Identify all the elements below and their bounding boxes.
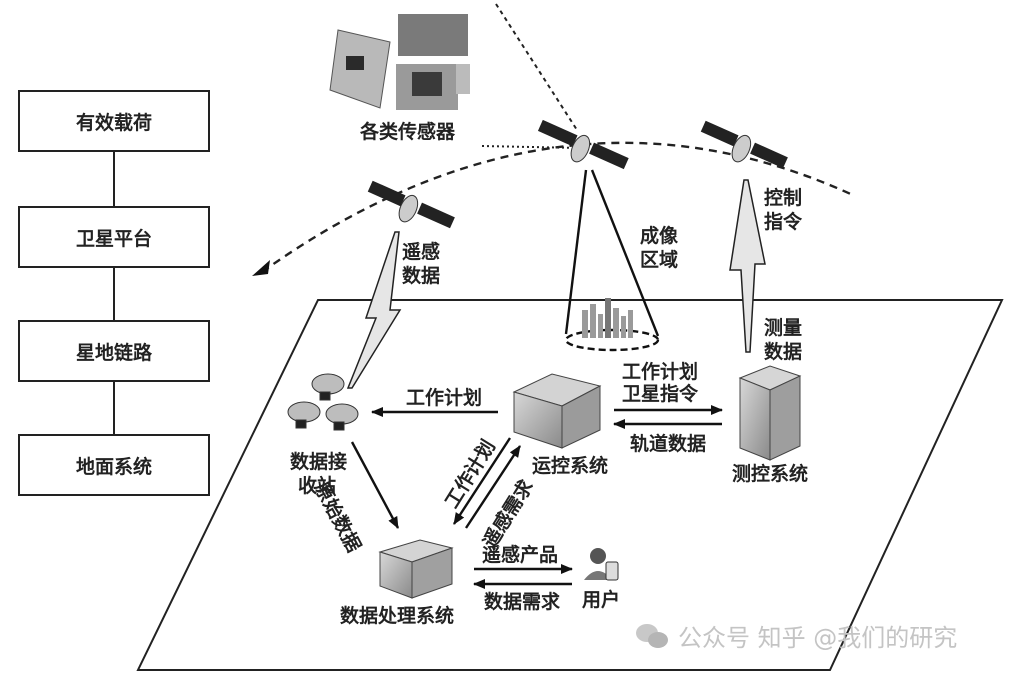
uplink-lightning-right <box>729 179 766 353</box>
watermark-text: 公众号 知乎 @我们的研究 <box>678 624 958 652</box>
user-icon <box>584 548 619 581</box>
ground-plane <box>136 299 1004 671</box>
imaging-cone <box>564 169 660 352</box>
arrow-station-to-processing <box>350 441 400 529</box>
layer-satellite-ground-link: 星地链路 <box>18 320 210 382</box>
receiving-station-label-2: 收站 <box>298 475 337 497</box>
watermark: 公众号 知乎 @我们的研究 <box>636 618 957 653</box>
layer-payload: 有效载荷 <box>18 90 210 152</box>
orbit-path <box>261 141 856 273</box>
sensors-label: 各类传感器 <box>360 121 456 143</box>
control-command-label-1: 控制 <box>764 187 803 209</box>
city-skyline <box>582 298 633 338</box>
flow-processing-to-user-label: 遥感产品 <box>482 544 559 566</box>
flow-ops-to-station-label: 工作计划 <box>406 387 483 409</box>
arrow-ops-to-processing <box>452 437 512 525</box>
satellite-center <box>537 119 629 170</box>
sensors-image <box>329 14 470 110</box>
operation-control-building <box>512 373 602 449</box>
wechat-icon <box>636 622 670 650</box>
operation-control-label: 运控系统 <box>532 455 609 477</box>
flow-ops-to-ttc-label-1: 工作计划 <box>622 361 699 383</box>
receiving-station-label-1: 数据接 <box>290 451 348 473</box>
imaging-area-label-1: 成像 <box>640 225 679 247</box>
remote-sensing-data-label-1: 遥感 <box>402 241 441 263</box>
satellite-left <box>367 180 455 229</box>
satellite-right <box>700 120 788 169</box>
arrow-processing-to-ops <box>464 445 522 529</box>
tt-and-c-building <box>738 365 802 461</box>
measurement-data-label-2: 数据 <box>764 341 803 363</box>
data-processing-label: 数据处理系统 <box>340 605 455 627</box>
flow-ttc-to-ops-label: 轨道数据 <box>630 433 707 455</box>
remote-sensing-data-label-2: 数据 <box>402 265 441 287</box>
imaging-area-label-2: 区域 <box>640 249 679 271</box>
layer-ground-system: 地面系统 <box>18 434 210 496</box>
downlink-lightning-left <box>346 231 402 389</box>
tt-and-c-label: 测控系统 <box>732 463 809 485</box>
flow-user-to-processing-label: 数据需求 <box>484 591 561 613</box>
control-command-label-2: 指令 <box>764 211 803 233</box>
data-processing-building <box>378 539 454 599</box>
layer-satellite-platform: 卫星平台 <box>18 206 210 268</box>
sensor-leader-dotted <box>481 145 581 149</box>
sensor-leader-diagonal <box>495 3 578 131</box>
receiving-station-dishes <box>287 373 359 431</box>
user-label: 用户 <box>582 589 621 611</box>
orbit-arrowhead <box>252 260 270 276</box>
flow-ops-to-ttc-label-2: 卫星指令 <box>622 383 699 405</box>
measurement-data-label-1: 测量 <box>764 317 803 339</box>
